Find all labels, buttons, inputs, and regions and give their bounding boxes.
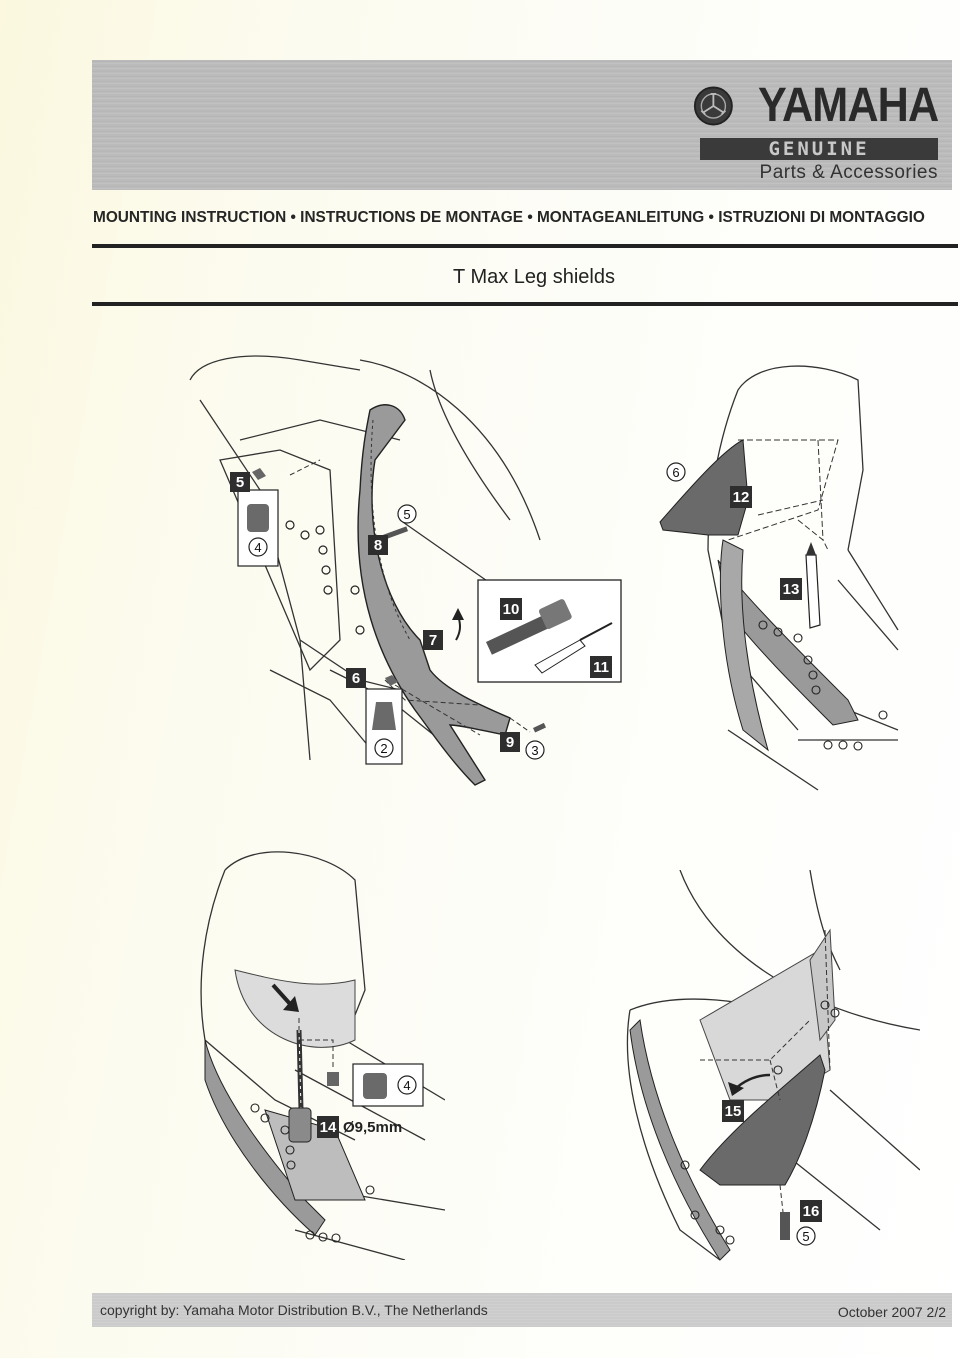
footer-band: copyright by: Yamaha Motor Distribution …	[92, 1293, 952, 1327]
genuine-bar: GENUINE	[700, 138, 938, 160]
drill-diameter-label: Ø9,5mm	[343, 1119, 402, 1136]
header-band: YAMAHA GENUINE Parts & Accessories	[92, 60, 952, 190]
parts-accessories-text: Parts & Accessories	[759, 162, 938, 183]
date-page-text: October 2007 2/2	[837, 1304, 946, 1320]
figure-3: 4 14 Ø9,5mm	[195, 840, 445, 1260]
rule-bottom	[92, 302, 958, 306]
rule-top	[92, 244, 958, 248]
figure-2: 12 13 6	[648, 350, 918, 800]
part-number: 4	[403, 1078, 410, 1093]
step-label: 16	[803, 1203, 820, 1220]
step-label: 10	[503, 601, 520, 618]
step-label: 14	[320, 1119, 337, 1136]
part-number: 6	[672, 465, 679, 480]
step-label: 7	[429, 632, 437, 649]
figure-2-drawing: 12 13 6	[659, 365, 899, 791]
figure-1-drawing: 5 8 7 10 11 6 9 4 5 2 3	[189, 355, 622, 786]
step-label: 12	[733, 489, 750, 506]
step-label: 13	[783, 581, 800, 598]
step-label: 5	[236, 474, 244, 491]
brand-block: YAMAHA GENUINE Parts & Accessories	[693, 79, 939, 190]
part-number: 5	[403, 507, 410, 522]
figure-4-drawing: 15 16 5	[626, 870, 920, 1261]
yamaha-tuning-fork-emblem-icon	[693, 86, 733, 126]
figure-3-drawing: 4 14 Ø9,5mm	[200, 851, 445, 1260]
document-title: T Max Leg shields	[453, 266, 615, 288]
part-number: 5	[802, 1229, 809, 1244]
figure-4: 15 16 5	[620, 870, 920, 1270]
step-label: 15	[725, 1103, 742, 1120]
step-label: 11	[593, 659, 609, 676]
step-label: 9	[506, 734, 514, 751]
step-label: 6	[352, 670, 360, 687]
part-number: 2	[380, 741, 387, 756]
step-label: 8	[374, 537, 382, 554]
copyright-text: copyright by: Yamaha Motor Distribution …	[100, 1302, 488, 1318]
genuine-text: GENUINE	[768, 138, 870, 160]
brand-name: YAMAHA	[757, 79, 939, 132]
mounting-instruction-line: MOUNTING INSTRUCTION • INSTRUCTIONS DE M…	[93, 209, 925, 226]
figure-1: 5 8 7 10 11 6 9 4 5 2 3	[180, 340, 630, 800]
part-number: 3	[531, 743, 538, 758]
part-number: 4	[254, 540, 261, 555]
